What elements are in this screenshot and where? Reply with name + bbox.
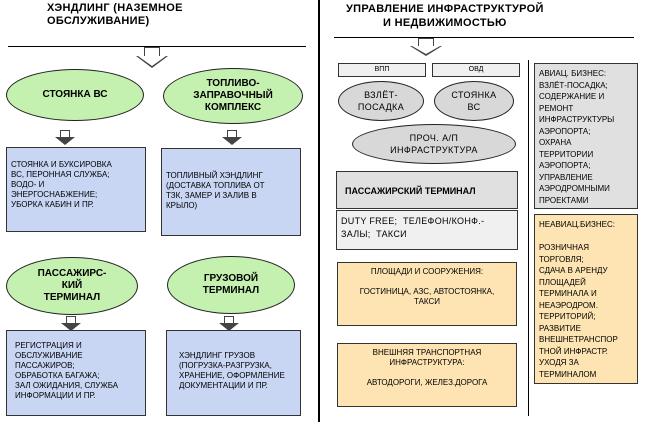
right-parking-ellipse: СТОЯНКА ВС (434, 81, 514, 121)
arrow-shaft (418, 38, 434, 46)
passenger-terminal-box: ПАССАЖИРСКИЙ ТЕРМИНАЛ (336, 171, 518, 209)
panel-divider (318, 0, 320, 422)
business-divider (528, 60, 529, 416)
arrow-shaft (66, 316, 76, 323)
arrow-shaft (60, 130, 70, 137)
fuel-complex-ellipse: ТОПЛИВО- ЗАПРАВОЧНЫЙ КОМПЛЕКС (163, 68, 303, 124)
down-arrow-icon (222, 137, 242, 145)
non-aviation-business-box: НЕАВИАЦ.БИЗНЕС: РОЗНИЧНАЯ ТОРГОВЛЯ; СДАЧ… (534, 214, 638, 384)
facilities-box: ПЛОЩАДИ И СООРУЖЕНИЯ: ГОСТИНИЦА, АЗС, АВ… (337, 262, 517, 326)
arrow-shaft (227, 130, 237, 137)
passenger-terminal-ellipse: ПАССАЖИРС- КИЙ ТЕРМИНАЛ (6, 257, 138, 315)
left-divider (8, 46, 306, 47)
aviation-business-box: АВИАЦ. БИЗНЕС: ВЗЛЁТ-ПОСАДКА; СОДЕРЖАНИЕ… (534, 63, 638, 209)
down-arrow-icon (61, 323, 81, 331)
ovd-box: ОВД (432, 63, 520, 77)
down-arrow-icon (219, 323, 239, 331)
takeoff-landing-ellipse: ВЗЛЁТ- ПОСАДКА (338, 81, 424, 121)
arrow-shaft (224, 316, 234, 323)
vpp-box: ВПП (338, 63, 426, 77)
arrow-shaft (144, 47, 160, 56)
aircraft-parking-ellipse: СТОЯНКА ВС (6, 69, 144, 121)
cargo-description-box: ХЭНДЛИНГ ГРУЗОВ (ПОГРУЗКА-РАЗГРУЗКА, ХРА… (166, 330, 301, 416)
parking-description-box: СТОЯНКА И БУКСИРОВКА ВС, ПЕРОННАЯ СЛУЖБА… (6, 147, 146, 232)
external-transport-box: ВНЕШНЯЯ ТРАНСПОРТНАЯ ИНФРАСТРУКТУРА: АВТ… (337, 343, 517, 407)
right-title: УПРАВЛЕНИЕ ИНФРАСТРУКТУРОЙ И НЕДВИЖИМОСТ… (346, 3, 544, 29)
duty-free-box: DUTY FREE; ТЕЛЕФОН/КОНФ.- ЗАЛЫ; ТАКСИ (336, 210, 518, 250)
cargo-terminal-ellipse: ГРУЗОВОЙ ТЕРМИНАЛ (167, 256, 295, 314)
fuel-description-box: ТОПЛИВНЫЙ ХЭНДЛИНГ (ДОСТАВКА ТОПЛИВА ОТ … (161, 148, 301, 236)
down-arrow-icon (55, 137, 75, 145)
right-divider (334, 37, 634, 38)
passenger-description-box: РЕГИСТРАЦИЯ И ОБСЛУЖИВАНИЕ ПАССАЖИРОВ; О… (6, 330, 146, 416)
other-infrastructure-ellipse: ПРОЧ. А/П ИНФРАСТРУКТУРА (352, 124, 516, 164)
left-title: ХЭНДЛИНГ (НАЗЕМНОЕ ОБСЛУЖИВАНИЕ) (47, 2, 183, 27)
